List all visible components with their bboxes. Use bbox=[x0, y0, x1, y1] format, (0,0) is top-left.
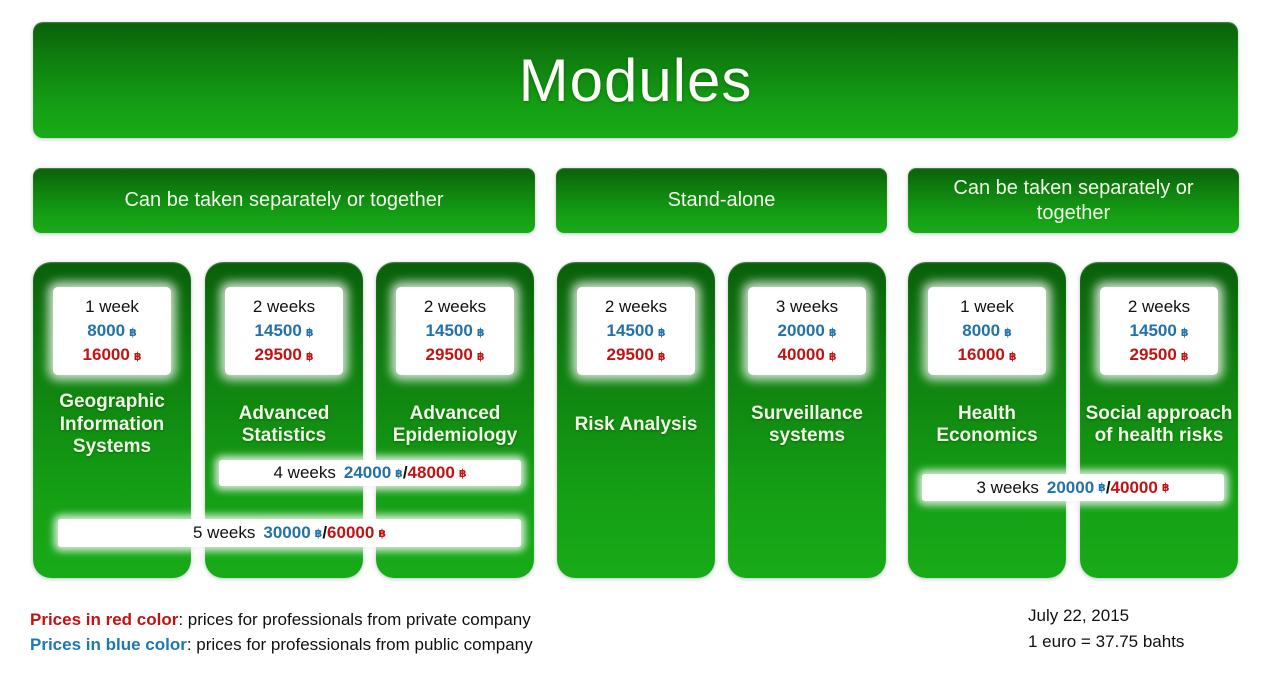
public-price: 24000 bbox=[343, 463, 392, 482]
public-price: 20000 bbox=[1046, 477, 1095, 497]
group-header-middle: Stand-alone bbox=[556, 168, 887, 233]
duration-label: 2 weeks bbox=[252, 297, 316, 316]
group-header-label: Can be taken separately or together bbox=[124, 189, 444, 211]
public-price: 8000฿ bbox=[87, 321, 137, 340]
baht-symbol: ฿ bbox=[476, 351, 485, 363]
price-box: 1 week 8000฿ 16000฿ bbox=[53, 287, 171, 375]
public-price: 20000฿ bbox=[777, 321, 837, 340]
group-header-left: Can be taken separately or together bbox=[33, 168, 535, 233]
duration-label: 3 weeks bbox=[775, 297, 839, 316]
private-price: 29500฿ bbox=[254, 345, 314, 364]
baht-symbol: ฿ bbox=[1180, 351, 1189, 363]
private-price: 29500฿ bbox=[606, 345, 666, 364]
baht-symbol: ฿ bbox=[129, 327, 137, 339]
legend-red-label: Prices in red color bbox=[30, 610, 179, 629]
duration-label: 5 weeks bbox=[193, 523, 256, 542]
private-price: 16000฿ bbox=[957, 345, 1017, 364]
public-price: 8000฿ bbox=[962, 321, 1012, 340]
module-name: Surveillance systems bbox=[751, 402, 863, 446]
duration-label: 2 weeks bbox=[1127, 297, 1191, 316]
group-header-right: Can be taken separately or together bbox=[908, 168, 1239, 233]
baht-symbol: ฿ bbox=[1161, 482, 1170, 494]
baht-symbol: ฿ bbox=[1098, 482, 1106, 494]
baht-symbol: ฿ bbox=[828, 327, 837, 339]
module-name: Risk Analysis bbox=[574, 413, 698, 435]
price-separator: / bbox=[402, 463, 408, 482]
price-separator: / bbox=[322, 523, 328, 542]
private-price: 60000 bbox=[327, 523, 375, 542]
baht-symbol: ฿ bbox=[314, 527, 323, 540]
legend-blue-label: Prices in blue color bbox=[30, 635, 187, 654]
price-separator: / bbox=[1105, 477, 1111, 497]
module-name: Social approach of health risks bbox=[1085, 402, 1233, 446]
module-card-social-approach-of-health-risks: 2 weeks 14500฿ 29500฿ Social approach of… bbox=[1080, 262, 1238, 578]
legend-line-blue: Prices in blue color: prices for profess… bbox=[30, 632, 533, 657]
duration-label: 3 weeks bbox=[976, 477, 1039, 497]
baht-symbol: ฿ bbox=[476, 327, 485, 339]
public-price: 30000 bbox=[263, 523, 311, 542]
private-price: 29500฿ bbox=[425, 345, 485, 364]
baht-symbol: ฿ bbox=[133, 351, 142, 363]
legend-red-description: : prices for professionals from private … bbox=[178, 610, 531, 629]
public-price: 14500฿ bbox=[1129, 321, 1189, 340]
slide-title: Modules bbox=[518, 46, 753, 114]
public-price: 14500฿ bbox=[254, 321, 314, 340]
module-name: Advanced Statistics bbox=[238, 402, 330, 446]
baht-symbol: ฿ bbox=[657, 351, 666, 363]
price-box: 3 weeks 20000฿ 40000฿ bbox=[748, 287, 866, 375]
price-box: 2 weeks 14500฿ 29500฿ bbox=[1100, 287, 1218, 375]
module-name: Advanced Epidemiology bbox=[392, 402, 518, 446]
price-color-legend: Prices in red color: prices for professi… bbox=[30, 607, 533, 657]
footnote-date: July 22, 2015 bbox=[1028, 606, 1130, 625]
price-box: 2 weeks 14500฿ 29500฿ bbox=[225, 287, 343, 375]
duration-label: 2 weeks bbox=[604, 297, 668, 316]
baht-symbol: ฿ bbox=[1004, 327, 1012, 339]
baht-symbol: ฿ bbox=[305, 327, 314, 339]
combined-offer-4-weeks: 4 weeks 24000 ฿ / 48000 ฿ bbox=[219, 460, 521, 486]
module-card-health-economics: 1 week 8000฿ 16000฿ Health Economics bbox=[908, 262, 1066, 578]
combined-offer-3-weeks: 3 weeks 20000 ฿ / 40000 ฿ bbox=[922, 474, 1224, 501]
legend-blue-description: : prices for professionals from public c… bbox=[186, 635, 533, 654]
module-name: Health Economics bbox=[936, 402, 1038, 446]
baht-symbol: ฿ bbox=[1180, 327, 1189, 339]
public-price: 14500฿ bbox=[425, 321, 485, 340]
private-price: 48000 bbox=[407, 463, 455, 482]
price-box: 2 weeks 14500฿ 29500฿ bbox=[396, 287, 514, 375]
duration-label: 2 weeks bbox=[423, 297, 487, 316]
price-box: 1 week 8000฿ 16000฿ bbox=[928, 287, 1046, 375]
baht-symbol: ฿ bbox=[395, 467, 403, 480]
private-price: 29500฿ bbox=[1129, 345, 1189, 364]
duration-label: 4 weeks bbox=[273, 463, 336, 482]
baht-symbol: ฿ bbox=[305, 351, 314, 363]
baht-symbol: ฿ bbox=[828, 351, 837, 363]
baht-symbol: ฿ bbox=[458, 467, 467, 480]
private-price: 40000 bbox=[1110, 477, 1158, 497]
private-price: 16000฿ bbox=[82, 345, 142, 364]
baht-symbol: ฿ bbox=[378, 527, 386, 540]
duration-label: 1 week bbox=[85, 297, 139, 316]
baht-symbol: ฿ bbox=[657, 327, 666, 339]
group-header-label: Stand-alone bbox=[667, 189, 776, 211]
footnote: July 22, 2015 1 euro = 37.75 bahts bbox=[1028, 603, 1184, 655]
module-card-surveillance-systems: 3 weeks 20000฿ 40000฿ Surveillance syste… bbox=[728, 262, 886, 578]
group-header-label: Can be taken separately or together bbox=[953, 176, 1194, 224]
title-banner: Modules bbox=[33, 22, 1238, 138]
module-name: Geographic Information Systems bbox=[59, 391, 165, 458]
legend-line-red: Prices in red color: prices for professi… bbox=[30, 607, 533, 632]
footnote-exchange-rate: 1 euro = 37.75 bahts bbox=[1028, 632, 1185, 651]
baht-symbol: ฿ bbox=[1008, 351, 1017, 363]
price-box: 2 weeks 14500฿ 29500฿ bbox=[577, 287, 695, 375]
duration-label: 1 week bbox=[960, 297, 1014, 316]
combined-offer-5-weeks: 5 weeks 30000 ฿ / 60000 ฿ bbox=[58, 519, 521, 547]
public-price: 14500฿ bbox=[606, 321, 666, 340]
module-card-risk-analysis: 2 weeks 14500฿ 29500฿ Risk Analysis bbox=[557, 262, 715, 578]
private-price: 40000฿ bbox=[777, 345, 837, 364]
